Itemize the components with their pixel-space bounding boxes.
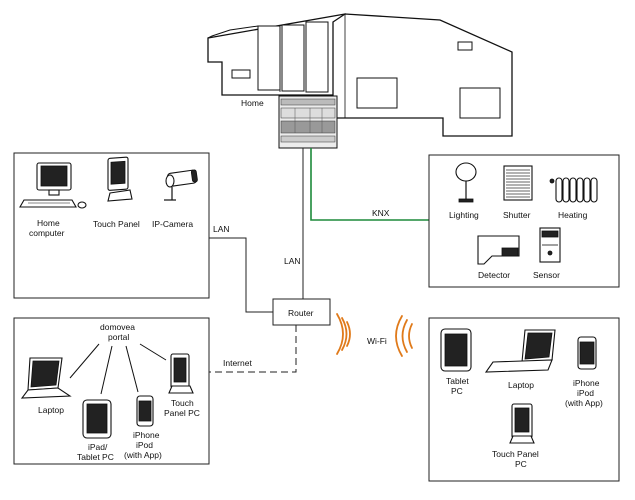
ipad-label: iPad/ Tablet PC xyxy=(77,442,114,462)
laptop-icon xyxy=(20,357,72,399)
lan-line-computer-router xyxy=(209,237,273,313)
knx-label: KNX xyxy=(372,208,390,218)
router-box xyxy=(272,298,331,326)
house-illustration xyxy=(207,13,513,149)
laptop-icon-wifi xyxy=(484,329,556,373)
touch-panel-label: Touch Panel xyxy=(93,219,140,229)
wifi-label: Wi-Fi xyxy=(367,336,387,346)
wifi-signal-icon xyxy=(336,313,413,357)
domovea-portal-label: domovea portal xyxy=(100,322,137,342)
home-computer-label: Home computer xyxy=(29,218,65,238)
ip-camera-icon xyxy=(164,169,198,201)
sensor-label: Sensor xyxy=(533,270,560,280)
ip-camera-label: IP-Camera xyxy=(152,219,193,229)
lighting-icon xyxy=(455,162,477,203)
shutter-label: Shutter xyxy=(503,210,531,220)
lighting-label: Lighting xyxy=(449,210,479,220)
home-computer-icon xyxy=(19,162,87,209)
detector-icon xyxy=(477,235,520,265)
touch-panel-pc-label-wifi: Touch Panel PC xyxy=(492,449,541,469)
tablet-icon xyxy=(440,328,472,372)
touch-panel-pc-icon-wifi xyxy=(509,403,535,444)
portal-connectors xyxy=(69,343,167,395)
heating-icon xyxy=(549,177,598,203)
router-label: Router xyxy=(288,308,314,318)
iphone-icon xyxy=(136,395,154,427)
ipad-icon xyxy=(82,399,112,439)
heating-label: Heating xyxy=(558,210,588,220)
internet-line xyxy=(209,325,297,373)
touch-panel-icon xyxy=(107,156,133,202)
laptop-label-wifi: Laptop xyxy=(508,380,534,390)
iphone-label-wifi: iPhone iPod (with App) xyxy=(565,378,603,408)
iphone-icon-wifi xyxy=(577,336,597,370)
sensor-icon xyxy=(539,227,561,263)
iphone-label-portal: iPhone iPod (with App) xyxy=(124,430,162,460)
shutter-icon xyxy=(503,165,533,201)
touch-panel-pc-label: Touch Panel PC xyxy=(164,398,200,418)
internet-label: Internet xyxy=(223,358,252,368)
laptop-label: Laptop xyxy=(38,405,64,415)
touch-panel-pc-icon xyxy=(168,353,194,394)
lan-label-left: LAN xyxy=(213,224,230,234)
tablet-pc-label: Tablet PC xyxy=(446,376,471,396)
knx-line xyxy=(310,148,429,221)
home-label: Home xyxy=(241,98,264,108)
detector-label: Detector xyxy=(478,270,510,280)
lan-label-center: LAN xyxy=(284,256,301,266)
